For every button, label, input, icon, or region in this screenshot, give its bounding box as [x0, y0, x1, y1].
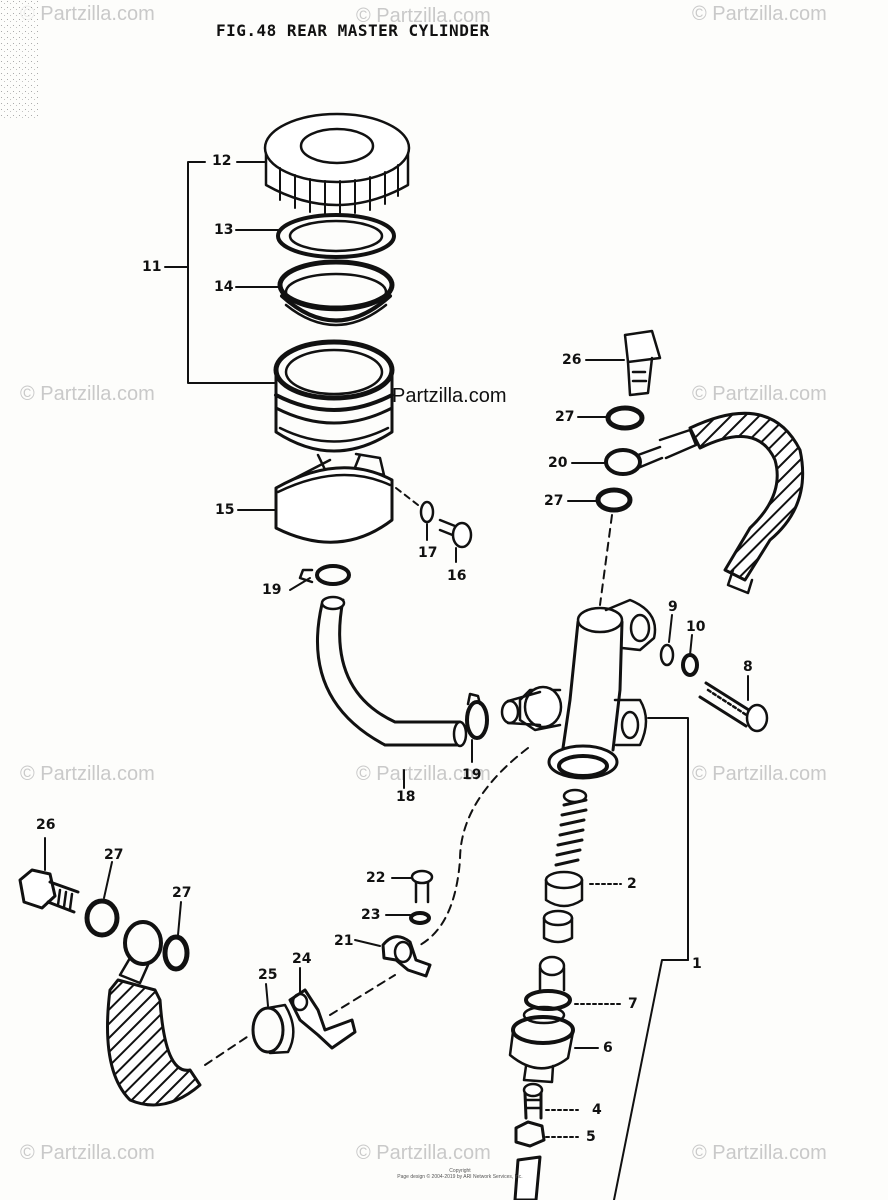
watermark: © Partzilla.com [356, 763, 491, 785]
banjo-bolt-upper [623, 329, 662, 397]
watermark: © Partzilla.com [692, 1142, 827, 1164]
callout-15: 15 [215, 502, 235, 518]
brake-hose-upper [604, 411, 805, 595]
callout-17: 17 [418, 545, 438, 561]
brake-hose-lower [106, 920, 202, 1107]
copyright-line: Page design © 2004-2019 by ARI Network S… [397, 1174, 523, 1180]
callout-14: 14 [214, 279, 234, 295]
watermark: © Partzilla.com [692, 3, 827, 25]
callout-4: 4 [592, 1102, 602, 1118]
hose-grommet [251, 1003, 295, 1055]
hose-clamp-bracket [381, 935, 432, 978]
callout-7: 7 [628, 996, 638, 1012]
watermark: © Partzilla.com [692, 383, 827, 405]
reservoir-hose [315, 595, 468, 748]
callout-16: 16 [447, 568, 467, 584]
crush-washer [605, 405, 645, 431]
callout-23: 23 [361, 907, 381, 923]
piston [522, 955, 572, 1025]
callout-2: 2 [627, 876, 637, 892]
return-spring [554, 788, 588, 867]
crush-washer [84, 898, 120, 938]
callout-27: 27 [555, 409, 575, 425]
leader-lines [44, 161, 749, 1200]
reservoir-body [273, 339, 395, 482]
callout-19: 19 [262, 582, 282, 598]
band-screw [395, 487, 473, 549]
callout-13: 13 [214, 222, 234, 238]
figure-title: FIG.48 REAR MASTER CYLINDER [216, 21, 490, 40]
callout-19: 19 [462, 767, 482, 783]
diaphragm-plate [276, 213, 396, 259]
watermark: © Partzilla.com [20, 763, 155, 785]
hose-clamp-upper [298, 564, 351, 586]
callout-12: 12 [212, 153, 232, 169]
callout-21: 21 [334, 933, 354, 949]
crush-washer [595, 487, 633, 513]
reservoir-band [274, 458, 394, 544]
callout-26: 26 [562, 352, 582, 368]
clamp-bolt [409, 869, 434, 925]
copyright-line: Copyright [449, 1168, 471, 1174]
diaphragm [277, 259, 395, 327]
callout-1: 1 [692, 956, 702, 972]
callout-24: 24 [292, 951, 312, 967]
reservoir-cap [263, 112, 411, 215]
callout-22: 22 [366, 870, 386, 886]
watermark: © Partzilla.com [20, 383, 155, 405]
banjo-bolt-lower [18, 868, 80, 914]
callout-5: 5 [586, 1129, 596, 1145]
watermark: © Partzilla.com [20, 3, 155, 25]
callout-27: 27 [172, 885, 192, 901]
master-cylinder-body [500, 598, 657, 780]
watermark: © Partzilla.com [692, 763, 827, 785]
copyright-notice: Copyright Page design © 2004-2019 by ARI… [380, 1168, 540, 1180]
callout-26: 26 [36, 817, 56, 833]
push-rod [513, 1082, 546, 1200]
callout-20: 20 [548, 455, 568, 471]
watermark: © Partzilla.com [356, 1142, 491, 1164]
watermark: © Partzilla.com [356, 5, 491, 27]
callout-27: 27 [544, 493, 564, 509]
callout-6: 6 [603, 1040, 613, 1056]
callout-25: 25 [258, 967, 278, 983]
push-rod-boot [508, 1015, 575, 1084]
hose-bracket [288, 988, 357, 1050]
piston-cup [542, 870, 584, 944]
hose-clamp-lower [465, 692, 489, 740]
callout-27: 27 [104, 847, 124, 863]
center-watermark: Partzilla.com [392, 385, 507, 407]
callout-9: 9 [668, 599, 678, 615]
crush-washer [162, 934, 190, 972]
callout-11: 11 [142, 259, 162, 275]
callout-8: 8 [743, 659, 753, 675]
callout-18: 18 [396, 789, 416, 805]
watermark: © Partzilla.com [20, 1142, 155, 1164]
callout-10: 10 [686, 619, 706, 635]
